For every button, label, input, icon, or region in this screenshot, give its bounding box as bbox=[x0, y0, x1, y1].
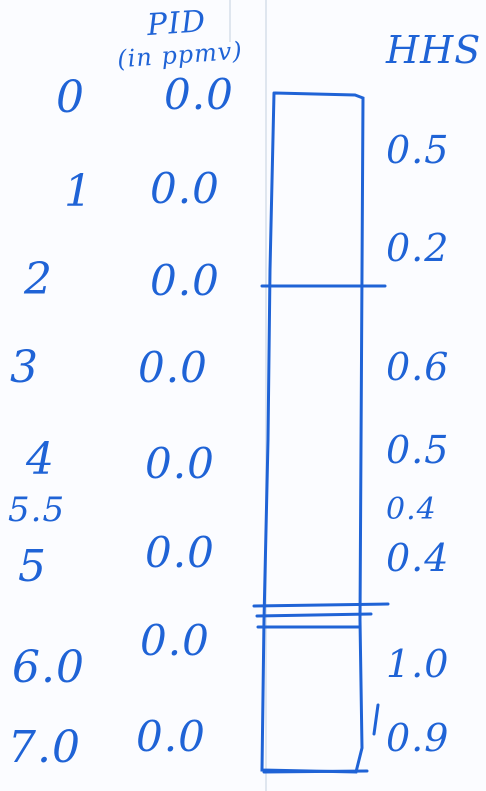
hhs-value: 1.0 bbox=[386, 642, 450, 686]
depth-label: 2 bbox=[24, 254, 53, 305]
hhs-value: 0.9 bbox=[386, 716, 450, 760]
hhs-value: 0.5 bbox=[386, 128, 450, 172]
depth-label: 5 bbox=[18, 541, 47, 592]
pid-unit: (in ppmv) bbox=[116, 36, 244, 74]
pid-value: 0.0 bbox=[150, 256, 220, 305]
pid-title: PID bbox=[145, 4, 208, 44]
pid-value: 0.0 bbox=[145, 528, 215, 577]
pid-header: PID (in ppmv) bbox=[114, 2, 244, 74]
hhs-value: 0.4 bbox=[386, 492, 437, 527]
depth-label: 1 bbox=[64, 166, 93, 217]
pid-value: 0.0 bbox=[140, 616, 210, 665]
pid-value: 0.0 bbox=[136, 712, 206, 761]
pid-value: 0.0 bbox=[164, 70, 234, 119]
depth-label: 4 bbox=[26, 434, 55, 485]
depth-label: 6.0 bbox=[12, 642, 85, 693]
pid-value: 0.0 bbox=[138, 343, 208, 392]
hhs-value: 0.2 bbox=[386, 226, 450, 270]
depth-label: 3 bbox=[10, 342, 39, 393]
hhs-value: 0.5 bbox=[386, 428, 450, 472]
depth-label: 5.5 bbox=[8, 490, 66, 530]
hhs-header: HHS bbox=[386, 28, 482, 72]
depth-label: 0 bbox=[56, 72, 85, 123]
pid-value: 0.0 bbox=[145, 439, 215, 488]
depth-label: 7.0 bbox=[8, 722, 81, 773]
hhs-value: 0.6 bbox=[386, 345, 450, 389]
pid-value: 0.0 bbox=[150, 164, 220, 213]
hhs-value: 0.4 bbox=[386, 536, 450, 580]
